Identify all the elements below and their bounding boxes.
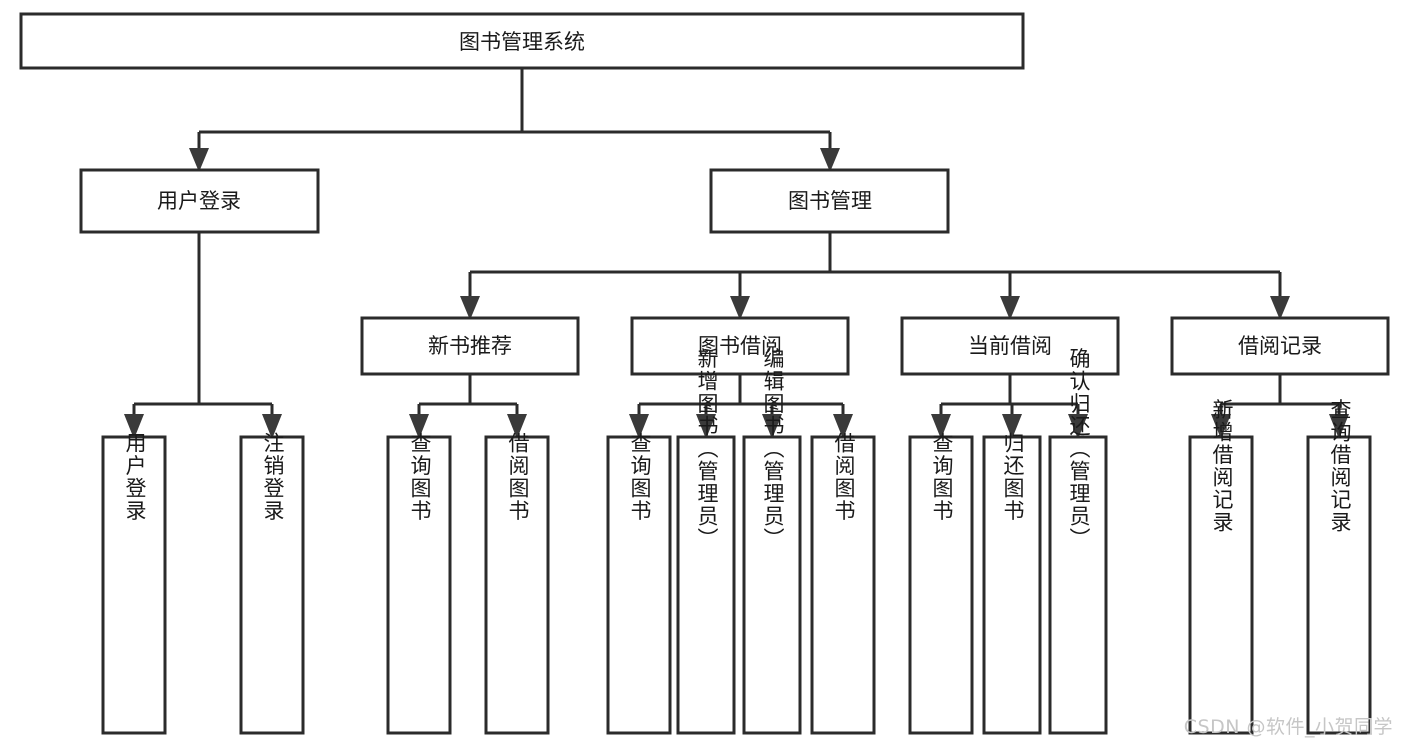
node-book-manage-box	[709, 168, 950, 234]
arrowhead-current-borrow	[1000, 296, 1020, 320]
leaf-return-book-box	[982, 435, 1042, 735]
leaf-query-book-1-label: 查询图书	[408, 432, 432, 522]
leaf-query-record[interactable]: 查询借阅记录	[1306, 399, 1372, 735]
node-root-label: 图书管理系统	[459, 30, 585, 54]
arrowhead-book-manage	[820, 148, 840, 172]
leaf-user-login-box	[101, 435, 167, 735]
leaf-return-book[interactable]: 归还图书	[982, 432, 1042, 735]
leaf-query-book-2-box	[606, 435, 672, 735]
leaf-borrow-book-1-box	[484, 435, 550, 735]
leaf-edit-book-label: 编辑图书（管理员）	[761, 348, 785, 551]
node-current-borrow-label: 当前借阅	[968, 334, 1052, 358]
leaf-add-book[interactable]: 新增图书（管理员）	[676, 348, 736, 735]
leaf-borrow-book-2-label: 借阅图书	[832, 432, 856, 522]
leaf-add-record-label: 新增借阅记录	[1210, 399, 1234, 534]
node-root-system[interactable]: 图书管理系统	[19, 12, 1025, 70]
arrowhead-leaf-edit-book	[762, 414, 782, 439]
leaf-return-book-label: 归还图书	[1001, 432, 1025, 522]
node-book-borrow-box	[630, 316, 850, 376]
leaf-user-logout-label: 注销登录	[261, 432, 285, 522]
node-borrow-record[interactable]: 借阅记录	[1170, 316, 1390, 376]
leaf-user-login-label: 用户登录	[123, 432, 147, 522]
node-book-borrow-label: 图书借阅	[698, 334, 782, 358]
node-current-borrow-box	[900, 316, 1120, 376]
leaf-confirm-return-label: 确认归还（管理员）	[1067, 348, 1091, 551]
leaf-query-record-box	[1306, 435, 1372, 735]
leaf-borrow-book-1[interactable]: 借阅图书	[484, 432, 550, 735]
arrowhead-leaf-add-book	[696, 414, 716, 439]
leaf-edit-book-box	[742, 435, 802, 735]
leaf-confirm-return-box	[1048, 435, 1108, 735]
leaf-query-book-1[interactable]: 查询图书	[386, 432, 452, 735]
arrowhead-new-book-recommend	[460, 296, 480, 320]
arrowhead-book-borrow	[730, 296, 750, 320]
leaf-user-logout-box	[239, 435, 305, 735]
node-new-book-recommend-label: 新书推荐	[428, 334, 512, 358]
leaf-query-book-2-label: 查询图书	[628, 432, 652, 522]
leaf-add-record[interactable]: 新增借阅记录	[1188, 399, 1254, 735]
leaf-user-login[interactable]: 用户登录	[101, 432, 167, 735]
arrowhead-leaf-return-book	[1002, 414, 1022, 439]
arrowhead-leaf-user-login	[124, 414, 144, 439]
node-new-book-recommend-box	[360, 316, 580, 376]
arrowhead-leaf-add-record	[1211, 414, 1231, 439]
arrowhead-leaf-user-logout	[262, 414, 282, 439]
leaf-query-book-3-box	[908, 435, 974, 735]
node-user-login-box	[79, 168, 320, 234]
node-new-book-recommend[interactable]: 新书推荐	[360, 316, 580, 376]
arrowhead-borrow-record	[1270, 296, 1290, 320]
node-root-box	[19, 12, 1025, 70]
node-current-borrow[interactable]: 当前借阅	[900, 316, 1120, 376]
leaf-confirm-return[interactable]: 确认归还（管理员）	[1048, 348, 1108, 735]
leaf-edit-book[interactable]: 编辑图书（管理员）	[742, 348, 802, 735]
node-book-manage-label: 图书管理	[788, 189, 872, 213]
leaf-query-book-3[interactable]: 查询图书	[908, 432, 974, 735]
leaf-add-book-box	[676, 435, 736, 735]
node-borrow-record-label: 借阅记录	[1238, 334, 1322, 358]
arrowhead-leaf-query-book-1	[409, 414, 429, 439]
arrowhead-leaf-query-book-3	[931, 414, 951, 439]
node-borrow-record-box	[1170, 316, 1390, 376]
arrowhead-user-login	[189, 148, 209, 172]
arrowhead-leaf-query-record	[1329, 414, 1349, 439]
node-book-borrow[interactable]: 图书借阅	[630, 316, 850, 376]
leaf-borrow-book-1-label: 借阅图书	[506, 432, 530, 522]
arrowhead-leaf-borrow-book-1	[507, 414, 527, 439]
leaf-query-book-2[interactable]: 查询图书	[606, 432, 672, 735]
node-user-login-label: 用户登录	[157, 189, 241, 213]
arrowhead-leaf-query-book-2	[629, 414, 649, 439]
leaf-query-book-1-box	[386, 435, 452, 735]
node-user-login[interactable]: 用户登录	[79, 168, 320, 234]
leaf-query-book-3-label: 查询图书	[930, 432, 954, 522]
node-book-manage[interactable]: 图书管理	[709, 168, 950, 234]
arrowhead-leaf-borrow-book-2	[833, 414, 853, 439]
arrowhead-leaf-confirm-return	[1068, 414, 1088, 439]
leaf-add-book-label: 新增图书（管理员）	[695, 348, 719, 551]
leaf-borrow-book-2-box	[810, 435, 876, 735]
leaf-query-record-label: 查询借阅记录	[1328, 399, 1352, 534]
leaf-borrow-book-2[interactable]: 借阅图书	[810, 432, 876, 735]
leaf-user-logout[interactable]: 注销登录	[239, 432, 305, 735]
arrowhead-layer	[124, 148, 1349, 439]
leaf-add-record-box	[1188, 435, 1254, 735]
